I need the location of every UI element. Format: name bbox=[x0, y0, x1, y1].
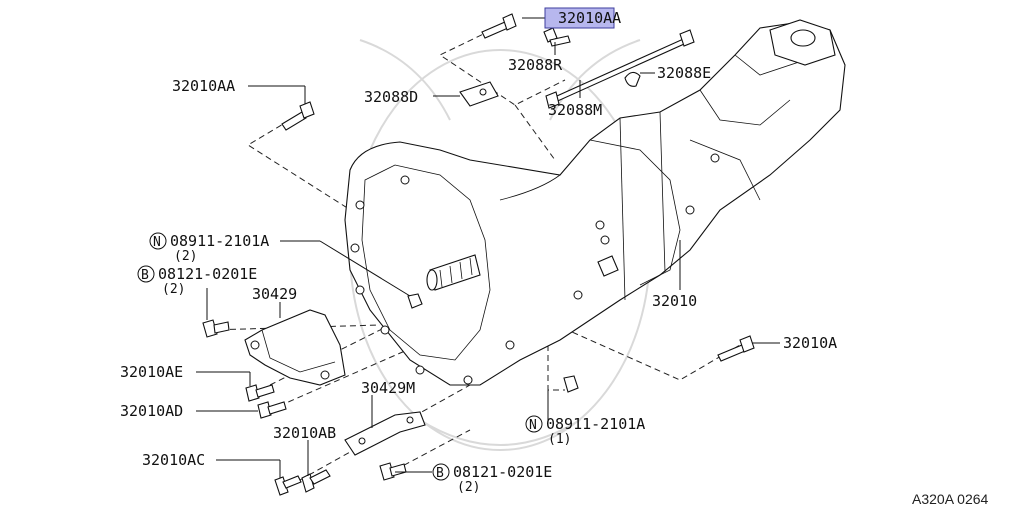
label-30429M[interactable]: 30429M bbox=[361, 379, 415, 397]
bolt-32010AD bbox=[257, 401, 287, 419]
label-32010[interactable]: 32010 bbox=[652, 292, 697, 310]
bolt-08121-top bbox=[202, 319, 230, 338]
label-30429[interactable]: 30429 bbox=[252, 285, 297, 303]
label-32010AA-left[interactable]: 32010AA bbox=[172, 77, 235, 95]
label-32088D[interactable]: 32088D bbox=[364, 88, 418, 106]
selected-part-highlight bbox=[544, 7, 615, 29]
label-08911-2101A-bottom[interactable]: 08911-2101A bbox=[546, 415, 645, 433]
bolt-08121-bottom bbox=[379, 462, 407, 481]
bracket-32088D bbox=[459, 81, 499, 107]
label-32088E[interactable]: 32088E bbox=[657, 64, 711, 82]
rod-32088M bbox=[545, 29, 695, 109]
nut-08911-top bbox=[407, 293, 423, 309]
symbol-B-top: B bbox=[141, 268, 149, 283]
bolt-left-32010AA bbox=[281, 101, 315, 131]
label-08911-2101A-top[interactable]: 08911-2101A bbox=[170, 232, 269, 250]
qty-08121-top: (2) bbox=[162, 282, 185, 297]
label-32010A[interactable]: 32010A bbox=[783, 334, 837, 352]
label-32088R[interactable]: 32088R bbox=[508, 56, 563, 74]
label-32088M[interactable]: 32088M bbox=[548, 101, 602, 119]
diagram-code: A320A 0264 bbox=[912, 491, 989, 507]
label-08121-0201E-top[interactable]: 08121-0201E bbox=[158, 265, 257, 283]
label-32010AA-top[interactable]: 32010AA bbox=[558, 9, 621, 27]
transmission-assembly bbox=[344, 19, 846, 386]
label-32010AE[interactable]: 32010AE bbox=[120, 363, 183, 381]
bolt-32010AB bbox=[301, 469, 331, 493]
leader-lines bbox=[196, 17, 780, 478]
symbol-B-bottom: B bbox=[436, 466, 444, 481]
bracket-30429 bbox=[244, 309, 346, 386]
label-08121-0201E-bottom[interactable]: 08121-0201E bbox=[453, 463, 552, 481]
symbol-N-bottom: N bbox=[529, 418, 537, 433]
nut-08911-bottom bbox=[563, 375, 579, 393]
bolt-32010AC bbox=[274, 475, 302, 496]
bolt-32088R bbox=[543, 27, 571, 47]
symbol-N-top: N bbox=[153, 235, 161, 250]
qty-08911-bottom: (1) bbox=[548, 432, 571, 447]
bolt-32010A bbox=[717, 335, 755, 362]
label-32010AC[interactable]: 32010AC bbox=[142, 451, 205, 469]
label-32010AD[interactable]: 32010AD bbox=[120, 402, 183, 420]
qty-08911-top: (2) bbox=[174, 249, 197, 264]
label-32010AB[interactable]: 32010AB bbox=[273, 424, 336, 442]
bell-housing bbox=[344, 21, 846, 386]
bolt-top-32010AA bbox=[481, 13, 517, 39]
qty-08121-bottom: (2) bbox=[457, 480, 480, 495]
bracket-30429M bbox=[344, 411, 426, 456]
clip-32088E bbox=[624, 71, 641, 87]
bolt-32010AE bbox=[245, 384, 275, 402]
